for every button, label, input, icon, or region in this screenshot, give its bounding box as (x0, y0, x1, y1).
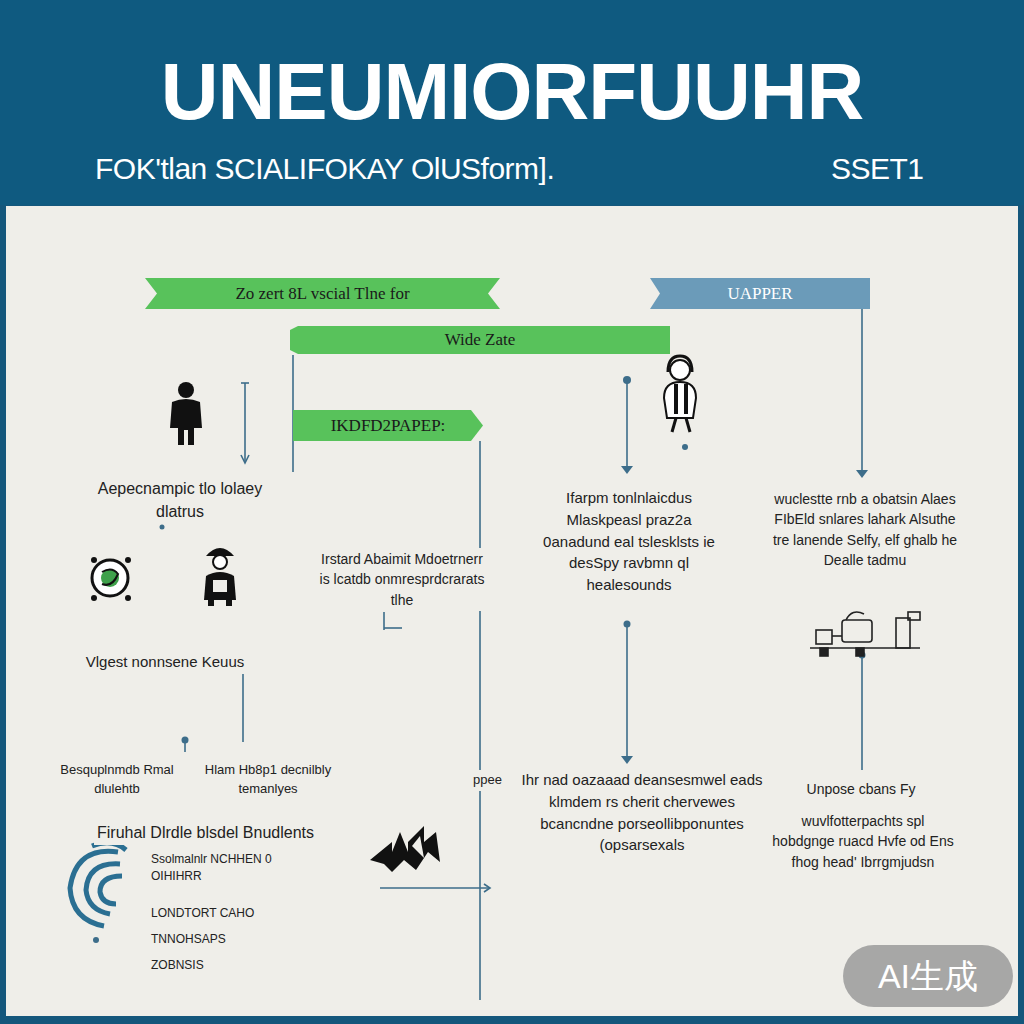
small-text: TNNOHSAPS (148, 930, 229, 949)
worker-icon (204, 548, 236, 606)
banner-text: IKDFD2PAPEP: (331, 416, 446, 436)
note-text: Ifarpm tonlnlaicdus Mlaskpeasl praz2a 0a… (530, 486, 728, 597)
note-text: Aepecnampic tlo lolaey dlatrus (75, 476, 285, 524)
small-text: LONDTORT CAHO (148, 904, 257, 923)
note-text: Irstard Abaimit Mdoetrnerr is lcatdb onm… (312, 548, 492, 611)
note-text: ppee (470, 770, 505, 791)
banner-box: Wide Zate (290, 326, 670, 354)
headphone-person-icon (664, 356, 696, 432)
note-text: Vlgest nonnsene Keuus (82, 650, 248, 674)
banner-box: IKDFD2PAPEP: (293, 410, 483, 441)
machine-icon (810, 612, 920, 656)
main-title: UNEUMIORFUUHR (0, 52, 1024, 132)
watermark-pill (843, 945, 1013, 1007)
small-text: Ssolmalnlr NCHHEN 0 OIHIHRR (148, 850, 280, 887)
note-text: Hlam Hb8p1 decnilbly temanlyes (190, 760, 346, 800)
banner-text: Wide Zate (445, 330, 516, 350)
globe-icon (91, 557, 131, 601)
section-heading: Firuhal Dlrdle blsdel Bnudlents (94, 820, 317, 845)
note-text: wuclestte rnb a obatsin Alaes FIbEld snl… (762, 488, 968, 571)
small-text: ZOBNSIS (148, 956, 207, 975)
subtitle-code: SSET1 (828, 146, 927, 192)
banner-box: Zo zert 8L vscial Tlne for (145, 278, 500, 309)
banner-text: UAPPER (727, 284, 792, 304)
note-text: Unpose cbans Fy (790, 778, 932, 800)
zigzag-arrows-icon (370, 826, 440, 872)
person-icon (170, 382, 202, 445)
note-text: wuvlfotterpachts spl hobdgnge ruacd Hvfe… (768, 810, 958, 873)
subtitle: FOK'tlan SCIALIFOKAY OlUSform]. (92, 146, 557, 192)
banner-text: Zo zert 8L vscial Tlne for (235, 284, 409, 304)
leader-lines (185, 309, 862, 1000)
swirl-logo (70, 843, 126, 926)
note-text: Ihr nad oazaaad deansesmwel eads klmdem … (514, 768, 770, 857)
banner-box: UAPPER (650, 278, 870, 309)
note-text: Besquplnmdb Rmal dlulehtb (56, 760, 178, 800)
watermark: AI生成 (843, 954, 1013, 998)
